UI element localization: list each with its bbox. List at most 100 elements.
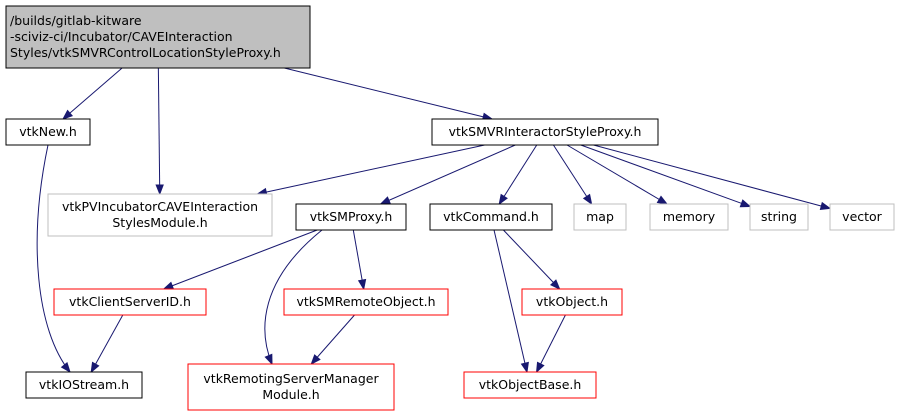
- node-vtk-pvincubator-caveinteraction-styles-module[interactable]: vtkPVIncubatorCAVEInteractionStylesModul…: [47, 193, 273, 237]
- node-memory[interactable]: memory: [649, 203, 729, 231]
- arrowhead: [379, 196, 392, 205]
- node-box: [283, 288, 449, 316]
- edge-line: [264, 229, 323, 365]
- arrowhead: [62, 109, 74, 120]
- node-label: map: [586, 209, 614, 224]
- edge-line: [90, 314, 124, 373]
- arrowhead: [520, 361, 529, 374]
- arrowhead: [357, 278, 367, 291]
- node-label: -sciviz-ci/Incubator/CAVEInteraction: [10, 29, 233, 44]
- node-label: vtkIOStream.h: [39, 377, 129, 392]
- arrowhead: [656, 195, 669, 205]
- node-label: StylesModule.h: [112, 215, 207, 230]
- edge-line: [157, 67, 161, 195]
- edge-line: [380, 144, 516, 205]
- node-label: vtkSMVRInteractorStyleProxy.h: [449, 124, 642, 139]
- node-map[interactable]: map: [573, 203, 627, 231]
- node-vtk-iostream[interactable]: vtkIOStream.h: [25, 371, 143, 399]
- node-box: [431, 118, 659, 146]
- node-box: [5, 118, 91, 146]
- node-box: [429, 203, 553, 231]
- node-label: /builds/gitlab-kitware: [10, 13, 142, 28]
- nodes-layer: /builds/gitlab-kitware-sciviz-ci/Incubat…: [5, 5, 895, 411]
- node-box: [573, 203, 627, 231]
- node-vtk-command[interactable]: vtkCommand.h: [429, 203, 553, 231]
- arrowhead: [90, 361, 100, 374]
- node-box: [295, 203, 407, 231]
- node-label: Styles/vtkSMVRControlLocationStyleProxy.…: [10, 45, 281, 60]
- node-string[interactable]: string: [749, 203, 809, 231]
- arrowhead: [155, 184, 164, 196]
- edge-vtk-smvrinteractor-style-proxy-to-vtk-smproxy: [379, 144, 516, 205]
- node-box: [463, 371, 597, 399]
- node-label: vtkClientServerID.h: [69, 294, 191, 309]
- edge-root-to-vtk-smvrinteractor-style-proxy: [284, 67, 494, 121]
- edge-vtk-smvrinteractor-style-proxy-to-vtk-command: [498, 144, 538, 206]
- edge-vtk-smvrinteractor-style-proxy-to-string: [580, 144, 752, 208]
- edge-line: [36, 144, 71, 373]
- edge-vtk-command-to-vtk-object-base: [493, 229, 529, 374]
- node-box: [749, 203, 809, 231]
- node-label: vtkSMProxy.h: [310, 209, 393, 224]
- edge-line: [580, 144, 751, 207]
- edge-vtk-smvrinteractor-style-proxy-to-vector: [593, 144, 832, 211]
- node-vtk-smremote-object[interactable]: vtkSMRemoteObject.h: [283, 288, 449, 316]
- edge-vtk-smproxy-to-vtk-smremote-object: [352, 229, 367, 291]
- node-label: vtkCommand.h: [443, 209, 539, 224]
- edge-line: [352, 229, 365, 290]
- node-vtk-new[interactable]: vtkNew.h: [5, 118, 91, 146]
- edge-line: [493, 229, 528, 373]
- edge-line: [536, 314, 566, 373]
- node-label: Module.h: [262, 387, 319, 402]
- node-box: [5, 5, 311, 69]
- node-box: [521, 288, 623, 316]
- node-label: vtkNew.h: [19, 124, 77, 139]
- node-box: [53, 288, 207, 316]
- edges-layer: [36, 67, 832, 374]
- edge-vtk-smvrinteractor-style-proxy-to-vtk-pvincubator-caveinteraction-styles-module: [256, 144, 485, 197]
- edge-line: [503, 229, 560, 290]
- node-vtk-smproxy[interactable]: vtkSMProxy.h: [295, 203, 407, 231]
- edge-line: [163, 229, 318, 290]
- arrowhead: [739, 199, 752, 208]
- node-box: [829, 203, 895, 231]
- edge-vtk-new-to-vtk-iostream: [36, 144, 71, 374]
- edge-line: [552, 144, 593, 205]
- node-label: vtkPVIncubatorCAVEInteraction: [62, 199, 258, 214]
- node-box: [649, 203, 729, 231]
- edge-vtk-smvrinteractor-style-proxy-to-map: [552, 144, 593, 206]
- node-box: [25, 371, 143, 399]
- arrowhead: [310, 354, 321, 366]
- edge-line: [62, 67, 123, 120]
- node-vtk-smvrinteractor-style-proxy[interactable]: vtkSMVRInteractorStyleProxy.h: [431, 118, 659, 146]
- node-vector[interactable]: vector: [829, 203, 895, 231]
- node-root: /builds/gitlab-kitware-sciviz-ci/Incubat…: [5, 5, 311, 69]
- edge-line: [257, 144, 485, 195]
- arrowhead: [498, 193, 508, 206]
- node-vtk-client-server-id[interactable]: vtkClientServerID.h: [53, 288, 207, 316]
- edge-line: [498, 144, 538, 205]
- edge-line: [310, 314, 355, 365]
- arrowhead: [819, 201, 832, 211]
- node-label: vtkObjectBase.h: [479, 377, 582, 392]
- edge-vtk-client-server-id-to-vtk-iostream: [90, 314, 124, 374]
- node-label: vtkObject.h: [536, 294, 608, 309]
- node-label: vtkSMRemoteObject.h: [296, 294, 435, 309]
- edge-line: [593, 144, 831, 209]
- edge-line: [566, 144, 668, 205]
- node-vtk-object[interactable]: vtkObject.h: [521, 288, 623, 316]
- node-vtk-object-base[interactable]: vtkObjectBase.h: [463, 371, 597, 399]
- edge-vtk-smremote-object-to-vtk-remoting-server-manager-module: [310, 314, 355, 366]
- arrowhead: [60, 361, 71, 374]
- node-box: [187, 363, 395, 411]
- edge-vtk-object-to-vtk-object-base: [535, 314, 566, 374]
- node-label: vtkRemotingServerManager: [203, 371, 379, 386]
- edge-vtk-command-to-vtk-object: [503, 229, 561, 290]
- arrowhead: [582, 193, 593, 206]
- edge-vtk-smproxy-to-vtk-remoting-server-manager-module: [264, 229, 323, 366]
- arrowhead: [549, 279, 561, 290]
- edge-root-to-vtk-new: [62, 67, 123, 120]
- edge-vtk-smvrinteractor-style-proxy-to-memory: [566, 144, 669, 205]
